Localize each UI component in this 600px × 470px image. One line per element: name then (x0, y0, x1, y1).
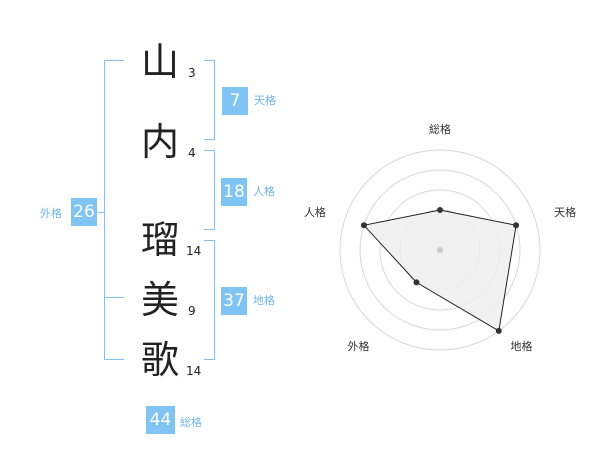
radar-ring-4 (339, 149, 541, 351)
jinkaku-label: 人格 (253, 185, 275, 198)
stroke-count-2: 4 (188, 146, 196, 160)
radar-point-5 (360, 222, 367, 229)
jinkaku-value-badge: 18 (221, 178, 247, 206)
radar-point-4 (413, 279, 420, 286)
name-char-2: 内 (140, 120, 179, 164)
gaikaku-divider (104, 297, 124, 298)
radar-polygon (362, 209, 517, 332)
name-char-3: 瑠 (140, 218, 179, 262)
stroke-count-3: 14 (186, 244, 202, 258)
tenkaku-bracket (204, 60, 215, 140)
jinkaku-bracket (204, 150, 215, 230)
soukaku-value-badge: 44 (146, 406, 175, 434)
gaikaku-value-badge: 26 (71, 198, 97, 226)
soukaku-label: 総格 (180, 416, 202, 429)
gaikaku-connector (98, 212, 105, 213)
stroke-count-5: 14 (186, 364, 202, 378)
stroke-count-1: 3 (188, 66, 196, 80)
tenkaku-value-badge: 7 (222, 87, 248, 115)
radar-axis-label-4: 外格 (347, 339, 369, 353)
gaikaku-bracket (104, 60, 124, 360)
chikaku-label: 地格 (253, 294, 275, 307)
radar-point-2 (513, 222, 520, 229)
gaikaku-label: 外格 (40, 207, 62, 220)
radar-axis-label-5: 人格 (304, 205, 326, 219)
radar-center-dot (437, 247, 443, 253)
radar-point-3 (495, 327, 502, 334)
name-char-1: 山 (140, 40, 179, 84)
radar-point-1 (437, 207, 443, 213)
radar-axis-label-3: 地格 (511, 339, 533, 353)
radar-axis-label-2: 天格 (554, 205, 576, 219)
tenkaku-label: 天格 (254, 94, 276, 107)
chikaku-bracket (204, 240, 215, 360)
stroke-count-4: 9 (188, 304, 196, 318)
radar-ring-3 (359, 169, 521, 331)
radar-axis-label-1: 総格 (429, 122, 451, 136)
name-char-4: 美 (140, 278, 179, 322)
name-char-5: 歌 (140, 338, 179, 382)
chikaku-value-badge: 37 (221, 287, 247, 315)
